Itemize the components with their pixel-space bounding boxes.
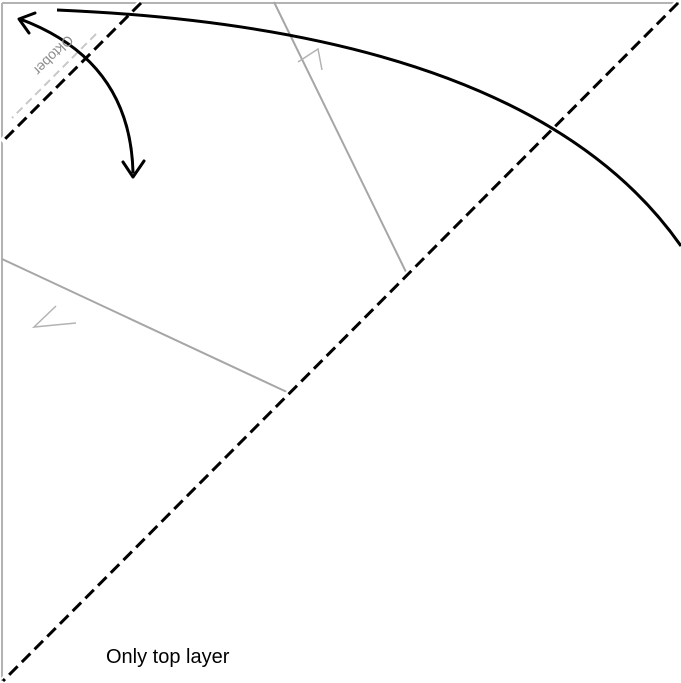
- angle-marks: [31, 47, 323, 328]
- corner-fold-line: [0, 0, 144, 145]
- crease-line-lower: [1, 258, 290, 394]
- large-fold-arc: [56, 8, 681, 247]
- caption: Only top layer: [106, 646, 230, 668]
- crease-line-upper: [273, 1, 407, 273]
- curved-double-arrow-icon: [17, 11, 146, 179]
- angle-mark-upper-icon: [297, 47, 323, 71]
- crease-lines: [1, 1, 407, 394]
- angle-mark-lower-icon: [31, 305, 77, 328]
